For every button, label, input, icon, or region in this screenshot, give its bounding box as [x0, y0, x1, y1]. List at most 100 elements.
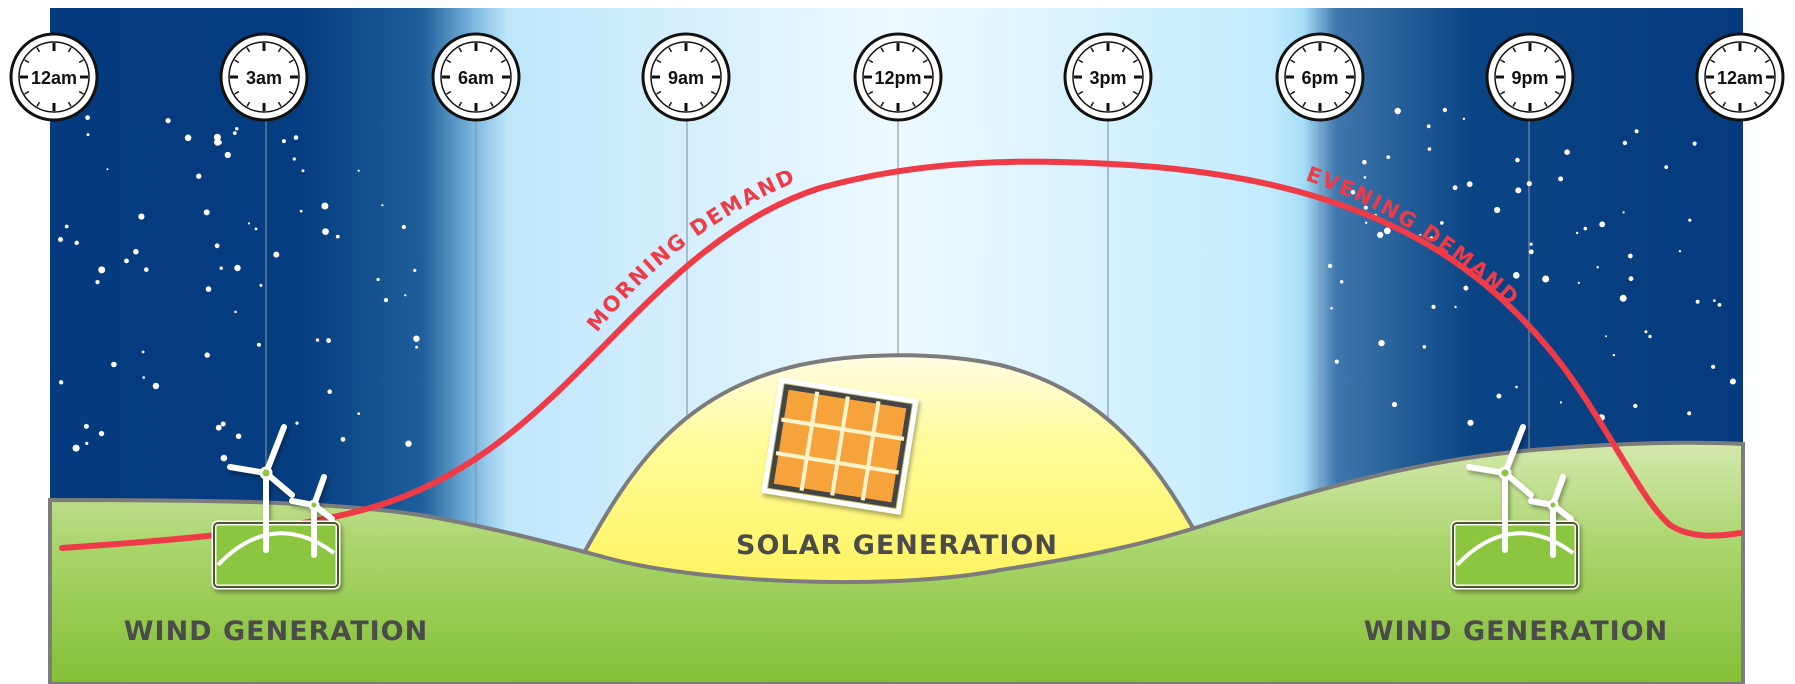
clock-label: 12am	[1717, 68, 1763, 88]
star	[1542, 275, 1550, 283]
star	[295, 421, 299, 425]
star	[1695, 299, 1700, 304]
star	[234, 310, 237, 314]
star	[1467, 419, 1474, 426]
star	[124, 258, 129, 264]
star	[165, 118, 171, 124]
star	[1463, 285, 1469, 291]
star	[1717, 303, 1722, 307]
star	[259, 283, 263, 287]
star	[204, 352, 210, 358]
star	[1526, 181, 1532, 187]
star	[292, 157, 296, 161]
star	[1688, 218, 1692, 222]
star	[376, 277, 380, 282]
star	[1622, 211, 1625, 214]
star	[1496, 393, 1502, 399]
clock-icon: 3am	[219, 32, 309, 122]
star	[1628, 276, 1634, 282]
star	[133, 248, 139, 255]
clock-icon: 3pm	[1063, 32, 1153, 122]
star	[254, 227, 258, 231]
night-stars	[58, 107, 1736, 462]
star	[86, 133, 90, 137]
star	[85, 115, 90, 120]
star	[415, 345, 418, 349]
star	[1515, 385, 1518, 389]
star	[1330, 307, 1333, 310]
star	[98, 266, 106, 274]
star	[58, 237, 63, 242]
clock-icon: 6am	[431, 32, 521, 122]
star	[326, 338, 331, 343]
star	[405, 440, 412, 447]
star	[1454, 305, 1457, 309]
star	[335, 234, 340, 239]
star	[1634, 129, 1639, 134]
star	[1529, 242, 1533, 246]
star	[321, 202, 329, 210]
star	[1442, 107, 1448, 113]
star	[220, 421, 226, 427]
star	[215, 424, 222, 431]
star	[98, 430, 105, 437]
star	[219, 266, 223, 270]
star	[1394, 107, 1401, 115]
star	[1391, 401, 1398, 408]
star	[322, 228, 329, 236]
star	[1422, 345, 1427, 349]
star	[357, 169, 360, 172]
star	[413, 335, 420, 342]
star	[1427, 147, 1432, 151]
star	[1712, 299, 1716, 302]
star	[1334, 359, 1339, 364]
star	[1419, 233, 1422, 236]
star	[214, 243, 220, 249]
demand-curve	[59, 158, 1743, 551]
star	[1687, 411, 1692, 416]
star	[401, 224, 406, 230]
star	[1350, 189, 1356, 195]
star	[1452, 185, 1458, 191]
star	[1644, 330, 1648, 334]
star	[1365, 221, 1368, 224]
star	[203, 209, 210, 216]
clock-label: 12am	[31, 68, 77, 88]
star	[111, 361, 117, 368]
star	[213, 133, 221, 141]
star	[58, 380, 64, 385]
wind-generation-label-right: WIND GENERATION	[1364, 616, 1669, 647]
star	[1559, 401, 1562, 404]
star	[383, 298, 389, 303]
star	[1378, 339, 1385, 347]
star	[184, 134, 192, 142]
star	[1692, 141, 1697, 146]
star	[1605, 335, 1607, 338]
star	[256, 342, 261, 347]
wind-turbine-icon-right	[1450, 424, 1580, 590]
star	[64, 224, 69, 229]
star	[1627, 253, 1633, 259]
star	[74, 240, 79, 245]
star	[1426, 124, 1431, 129]
star	[1327, 263, 1333, 269]
star	[214, 138, 222, 146]
star	[1513, 272, 1520, 279]
star	[301, 169, 305, 173]
star	[1362, 159, 1367, 165]
star	[85, 441, 89, 445]
star	[293, 135, 299, 140]
star	[315, 338, 320, 342]
star	[141, 350, 145, 354]
star	[106, 168, 109, 171]
star	[381, 204, 384, 207]
clock-label: 6am	[458, 68, 494, 88]
star	[299, 209, 303, 213]
star	[1462, 117, 1466, 121]
star	[327, 389, 333, 395]
star	[1577, 281, 1580, 284]
star	[247, 222, 251, 225]
star	[232, 131, 237, 136]
